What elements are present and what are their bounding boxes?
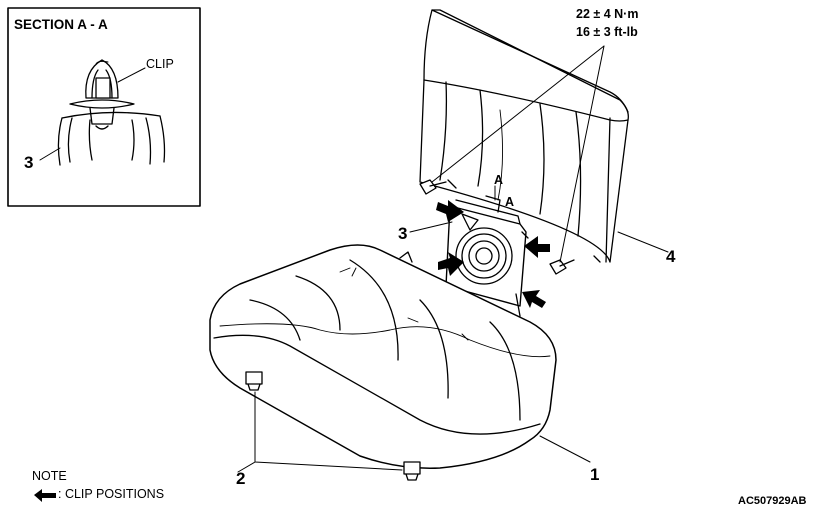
legend-arrow-icon — [34, 489, 56, 502]
torque-metric: 22 ± 4 N·m — [576, 7, 639, 21]
inset-frame — [7, 7, 201, 207]
arrow-clip-1 — [436, 200, 464, 222]
clip-part-left — [245, 371, 263, 391]
note-heading: NOTE — [32, 469, 67, 483]
leader-4 — [617, 231, 669, 253]
inset-title: SECTION A - A — [14, 17, 108, 32]
torque-leader-right — [559, 45, 605, 263]
torque-imperial: 16 ± 3 ft-lb — [576, 25, 638, 39]
inset-part-leader — [39, 147, 61, 161]
note-legend-text: : CLIP POSITIONS — [58, 487, 165, 501]
clip-leader — [117, 67, 146, 83]
section-marker-a-top: A — [494, 173, 504, 187]
section-marker-a-bottom: A — [505, 195, 515, 209]
callout-3: 3 — [398, 224, 408, 243]
arrow-clip-2 — [438, 252, 464, 276]
leader-3 — [409, 221, 453, 233]
seat-back — [419, 9, 629, 263]
figure-code: AC507929AB — [738, 495, 807, 507]
bolt-right-icon — [549, 259, 575, 275]
clip-part-right — [403, 461, 421, 481]
clip-icon — [69, 59, 135, 130]
inset-part-number: 3 — [24, 153, 34, 172]
arrow-clip-4 — [522, 290, 546, 308]
callout-1: 1 — [590, 465, 600, 484]
bolt-left-icon — [419, 179, 447, 195]
callout-2: 2 — [236, 469, 246, 488]
torque-leader-left — [431, 45, 605, 183]
clip-position-arrows — [436, 200, 550, 308]
arrow-clip-3 — [524, 236, 550, 258]
inset-pad-line — [57, 117, 63, 166]
callout-4: 4 — [666, 247, 676, 266]
section-inset — [7, 7, 201, 207]
speaker-bracket — [445, 195, 529, 317]
leader-1 — [539, 435, 591, 463]
seat-cushion — [209, 244, 557, 469]
clip-label: CLIP — [146, 57, 174, 71]
